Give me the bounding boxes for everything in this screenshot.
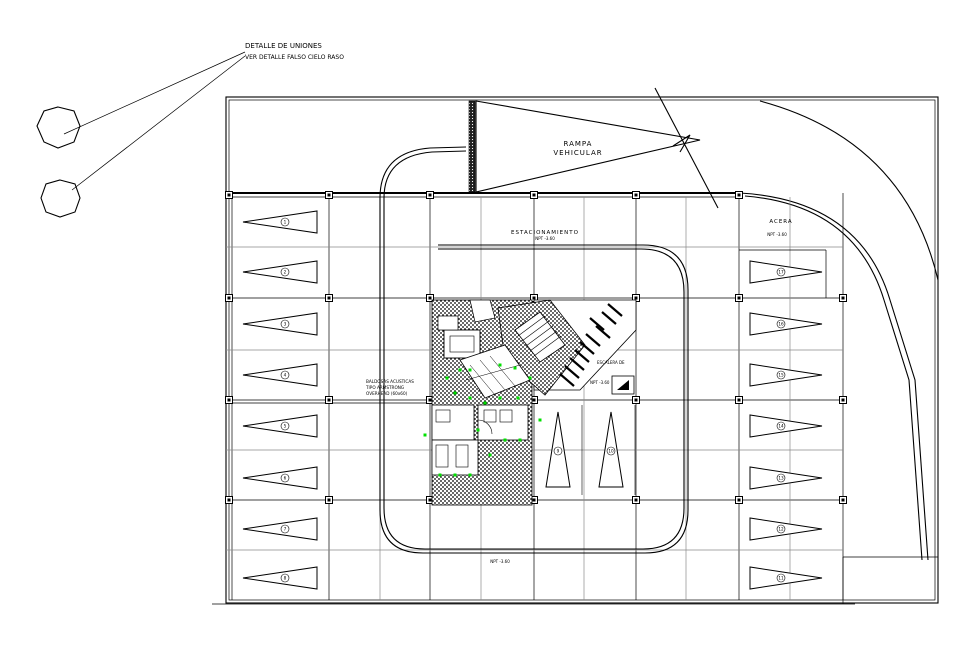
parking-stall: 5 — [242, 414, 318, 438]
marker-dot — [453, 391, 457, 395]
marker-dot — [503, 438, 507, 442]
marker-dot — [468, 473, 472, 477]
stall-number: 4 — [284, 373, 287, 378]
marker-dot — [453, 473, 457, 477]
marker-dot — [483, 401, 487, 405]
plan-labels: ESTACIONAMIENTO NPT -3.60 ACERA NPT -3.6… — [365, 219, 792, 564]
parking-stall: 15 — [749, 363, 823, 387]
stall-number: 6 — [284, 476, 287, 481]
columns — [225, 191, 847, 504]
stall-number: 10 — [608, 449, 614, 454]
marker-dot — [468, 396, 472, 400]
stall-number: 1 — [284, 220, 287, 225]
marker-dot — [498, 396, 502, 400]
stall-number: 17 — [778, 270, 784, 275]
parking-stall: 13 — [749, 466, 823, 490]
stall-number: 7 — [284, 527, 287, 532]
marker-dot — [498, 363, 502, 367]
stair-note: ESCALERA DE — [597, 360, 625, 365]
ceiling-note-1: BALDOSAS ACUSTICAS — [366, 379, 414, 384]
marker-dot — [516, 396, 520, 400]
stall-number: 3 — [284, 322, 287, 327]
sidewalk-level: NPT -3.60 — [767, 232, 787, 237]
parking-stall: 14 — [749, 414, 823, 438]
stair-level: NPT -3.60 — [590, 380, 610, 385]
parking-label: ESTACIONAMIENTO — [511, 230, 579, 236]
green-markers — [423, 363, 542, 477]
parking-stall: 1 — [242, 210, 318, 234]
parking-stall: 17 — [749, 260, 823, 284]
ceiling-note-3: OVERHEAD (60x60) — [366, 391, 408, 396]
marker-dot — [445, 376, 449, 380]
stall-number: 16 — [778, 322, 784, 327]
marker-dot — [476, 428, 480, 432]
stall-number: 13 — [778, 476, 784, 481]
ramp-label: RAMPA — [564, 140, 593, 148]
stall-number: 15 — [778, 373, 784, 378]
stall-number: 12 — [778, 527, 784, 532]
parking-stall: 8 — [242, 566, 318, 590]
ramp-label-2: VEHICULAR — [553, 149, 602, 157]
marker-dot — [513, 366, 517, 370]
sidewalk-label: ACERA — [769, 219, 792, 225]
stall-number: 8 — [284, 576, 287, 581]
stall-number: 5 — [284, 424, 287, 429]
driving-lane — [379, 146, 689, 554]
parking-stall: 11 — [749, 566, 823, 590]
parking-stall: 10 — [598, 405, 636, 495]
marker-dot — [438, 473, 442, 477]
parking-stall: 12 — [749, 517, 823, 541]
marker-dot — [423, 433, 427, 437]
marker-dot — [518, 438, 522, 442]
parking-stall: 7 — [242, 517, 318, 541]
building-core — [431, 299, 637, 506]
marker-dot — [458, 368, 462, 372]
parking-stall: 9 — [545, 405, 583, 495]
detail-callout-1 — [36, 106, 81, 149]
parking-stall: 6 — [242, 466, 318, 490]
marker-dot — [488, 453, 492, 457]
ceiling-note-2: TIPO ARMSTRONG — [365, 385, 404, 390]
note-subtitle: VER DETALLE FALSO CIELO RASO — [245, 54, 344, 61]
note-title: DETALLE DE UNIONES — [245, 42, 322, 50]
parking-stall: 16 — [749, 312, 823, 336]
parking-level: NPT -3.60 — [535, 236, 555, 241]
marker-dot — [528, 376, 532, 380]
parking-stall: 4 — [242, 363, 318, 387]
detail-callout-2 — [40, 179, 81, 218]
annotation-note: DETALLE DE UNIONES VER DETALLE FALSO CIE… — [36, 42, 344, 218]
marker-dot — [468, 368, 472, 372]
vehicle-ramp: RAMPA VEHICULAR — [468, 87, 719, 209]
marker-dot — [538, 418, 542, 422]
bottom-level: NPT -3.60 — [490, 559, 510, 564]
stall-number: 2 — [284, 270, 287, 275]
stall-number: 11 — [778, 576, 784, 581]
stall-number: 9 — [557, 449, 560, 454]
parking-stall: 2 — [242, 260, 318, 284]
parking-stall: 3 — [242, 312, 318, 336]
stall-number: 14 — [778, 424, 784, 429]
